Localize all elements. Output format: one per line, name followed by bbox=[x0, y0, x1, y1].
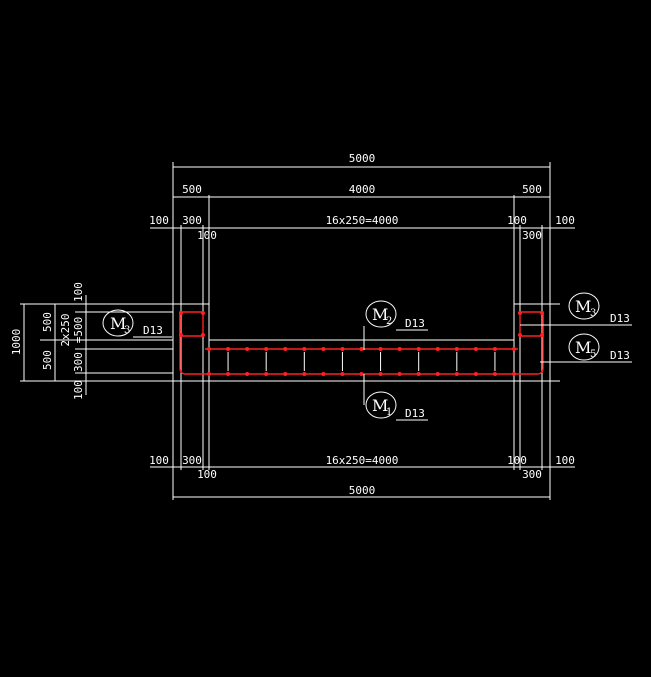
svg-text:1: 1 bbox=[386, 407, 392, 418]
rebar-dot-top bbox=[397, 347, 402, 351]
rebar-dot-bottom bbox=[378, 372, 383, 376]
rebar-dot-bottom bbox=[454, 372, 459, 376]
left-dimension-lines bbox=[23, 295, 87, 395]
svg-text:3: 3 bbox=[124, 325, 130, 336]
dim-left-500c: =500 bbox=[72, 317, 85, 344]
svg-text:D13: D13 bbox=[405, 407, 425, 420]
svg-text:D13: D13 bbox=[405, 317, 425, 330]
rebar-dot-top bbox=[207, 347, 211, 351]
dim-bot-right-100b: 100 bbox=[555, 454, 575, 467]
svg-text:M: M bbox=[575, 338, 591, 357]
rebar-dot-bottom bbox=[245, 372, 250, 376]
stirrup-ticks bbox=[227, 352, 496, 371]
dim-left-2x250: 2x250 bbox=[59, 313, 72, 346]
dim-top-total: 5000 bbox=[349, 152, 376, 165]
rebar-dot-bottom bbox=[321, 372, 326, 376]
rebar-dot-bottom bbox=[283, 372, 288, 376]
svg-text:5: 5 bbox=[590, 349, 596, 360]
rebar-dot-top bbox=[416, 347, 421, 351]
svg-text:M: M bbox=[372, 396, 388, 415]
dim-top-left-300: 300 bbox=[182, 214, 202, 227]
dim-bot-left-300: 300 bbox=[182, 454, 202, 467]
callout-m5: M 5 D13 bbox=[540, 333, 632, 363]
dim-bot-left-100: 100 bbox=[149, 454, 169, 467]
dim-bot-total: 5000 bbox=[349, 484, 376, 497]
extension-lines bbox=[20, 162, 560, 500]
rebar-dot-top bbox=[378, 347, 383, 351]
rebar-dot-bottom bbox=[264, 372, 269, 376]
svg-text:D13: D13 bbox=[610, 349, 630, 362]
rebar-dot-bottom bbox=[492, 372, 497, 376]
dim-top-left-500: 500 bbox=[182, 183, 202, 196]
dim-top-right-500: 500 bbox=[522, 183, 542, 196]
rebar-dot-top bbox=[302, 347, 307, 351]
rebar-dot-bottom bbox=[435, 372, 440, 376]
dim-left-500b: 500 bbox=[41, 350, 54, 370]
callout-m1: M 1 D13 bbox=[363, 374, 428, 421]
rebar-dot-top bbox=[512, 347, 516, 351]
rebar-dot-top bbox=[435, 347, 440, 351]
callout-m3-right: M 3 D13 bbox=[520, 292, 632, 326]
rebar-dot-top bbox=[454, 347, 459, 351]
rebar-dot-top bbox=[340, 347, 345, 351]
rebar-dot-top bbox=[492, 347, 497, 351]
rebar-dot-top bbox=[226, 347, 231, 351]
rebar-dot-top bbox=[321, 347, 326, 351]
dim-top-left-100: 100 bbox=[149, 214, 169, 227]
rebar bbox=[179, 311, 544, 376]
dim-left-100a: 100 bbox=[72, 282, 85, 302]
dim-top-right-300: 300 bbox=[522, 229, 542, 242]
rebar-dot-bottom bbox=[512, 372, 516, 376]
rebar-dot-bottom bbox=[302, 372, 307, 376]
dim-left-total: 1000 bbox=[10, 329, 23, 356]
rebar-dot-bottom bbox=[473, 372, 478, 376]
callout-m2: M 2 D13 bbox=[363, 300, 428, 350]
svg-text:D13: D13 bbox=[143, 324, 163, 337]
svg-text:M: M bbox=[110, 314, 126, 333]
dim-top-inner: 4000 bbox=[349, 183, 376, 196]
rebar-dot-bottom bbox=[359, 372, 364, 376]
section-outline bbox=[172, 303, 551, 382]
top-dimension-lines bbox=[150, 163, 575, 229]
dim-bot-right-100: 100 bbox=[507, 454, 527, 467]
rebar-dot-top bbox=[283, 347, 288, 351]
dim-top-left-100b: 100 bbox=[197, 229, 217, 242]
rebar-dot-bottom bbox=[207, 372, 211, 376]
dim-bot-left-100b: 100 bbox=[197, 468, 217, 481]
svg-text:M: M bbox=[575, 297, 591, 316]
bottom-dimension-lines bbox=[150, 466, 575, 498]
dim-top-right-100: 100 bbox=[507, 214, 527, 227]
svg-text:2: 2 bbox=[386, 316, 392, 327]
dim-top-right-100b: 100 bbox=[555, 214, 575, 227]
svg-text:D13: D13 bbox=[610, 312, 630, 325]
rebar-dot-top bbox=[473, 347, 478, 351]
callout-m3-left: M 3 D13 bbox=[102, 309, 172, 338]
rebar-dot-top bbox=[359, 347, 364, 351]
svg-text:M: M bbox=[372, 305, 388, 324]
rebar-dot-bottom bbox=[397, 372, 402, 376]
dim-left-100b: 100 bbox=[72, 380, 85, 400]
dim-bot-right-300: 300 bbox=[522, 468, 542, 481]
dim-left-500a: 500 bbox=[41, 312, 54, 332]
dim-bot-spacing: 16x250=4000 bbox=[326, 454, 399, 467]
svg-text:3: 3 bbox=[590, 308, 596, 319]
rebar-dot-top bbox=[245, 347, 250, 351]
rebar-dot-bottom bbox=[226, 372, 231, 376]
dim-left-300: 300 bbox=[72, 352, 85, 372]
dim-top-spacing: 16x250=4000 bbox=[326, 214, 399, 227]
rebar-dot-bottom bbox=[340, 372, 345, 376]
rebar-dot-bottom bbox=[416, 372, 421, 376]
rebar-dot-top bbox=[264, 347, 269, 351]
